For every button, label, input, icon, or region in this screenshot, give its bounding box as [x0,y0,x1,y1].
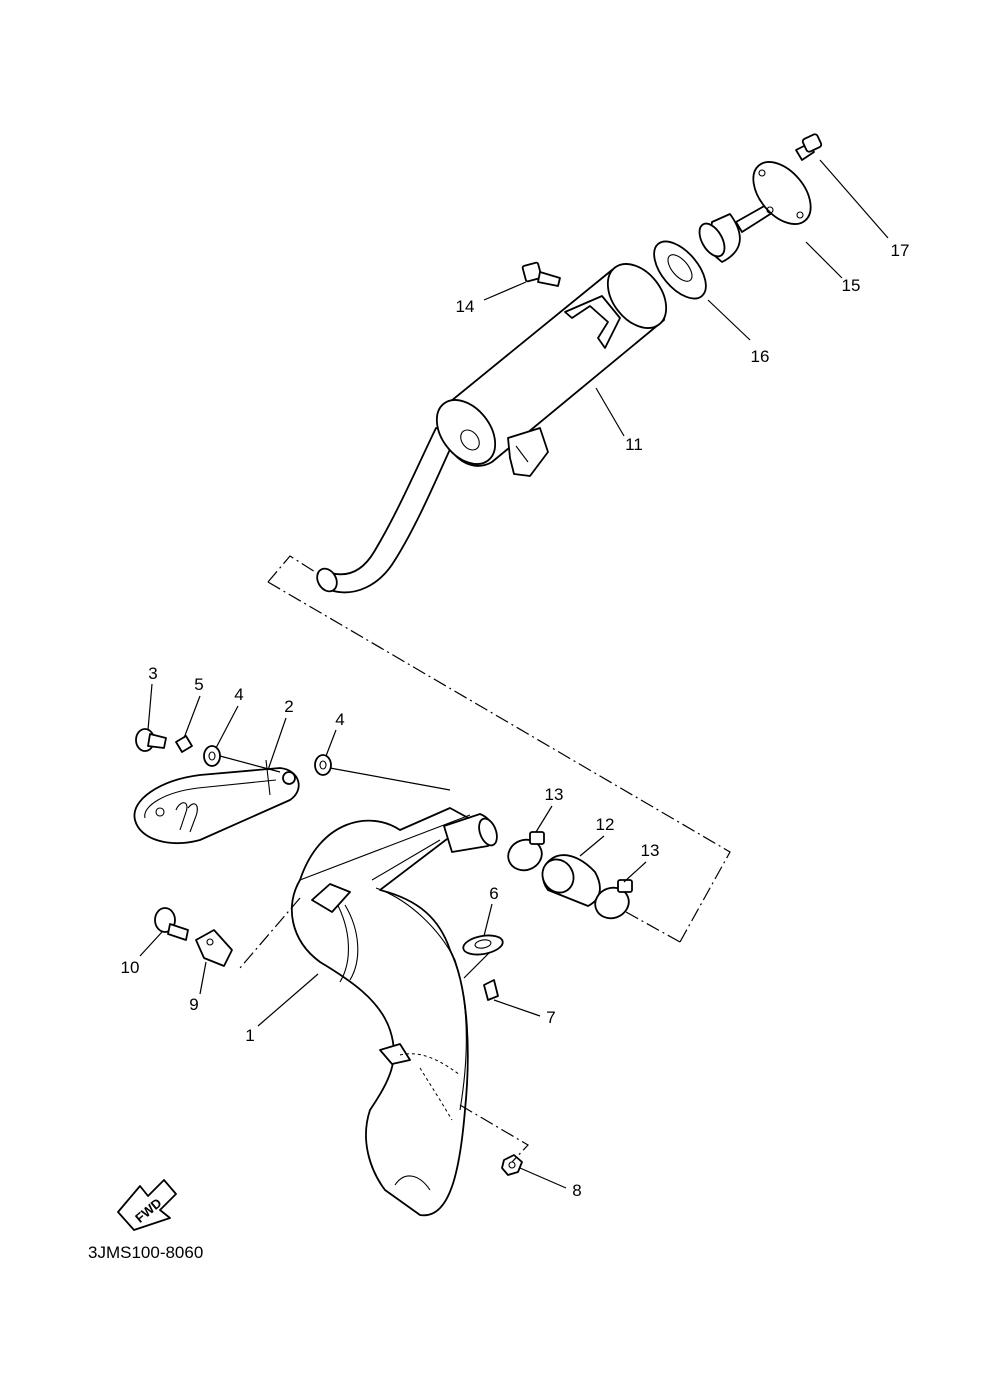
callout-7: 7 [546,1008,555,1027]
callout-8: 8 [572,1181,581,1200]
callout-12: 12 [596,815,615,834]
callout-2: 2 [284,697,293,716]
expansion-chamber-1 [290,807,498,1217]
callout-14: 14 [456,297,475,316]
muffler-assembly [316,263,668,594]
stay-2 [133,759,300,844]
callout-13b: 13 [641,841,660,860]
callout-3: 3 [148,664,157,683]
callout-11: 11 [625,435,643,454]
grommet-6 [462,934,504,956]
joint-12 [541,854,601,907]
callout-13a: 13 [545,785,564,804]
washer-4a [203,745,221,767]
damper-9 [195,929,233,967]
callout-16: 16 [751,347,770,366]
lockwasher-5 [175,735,193,753]
callout-6: 6 [489,884,498,903]
callout-10: 10 [121,958,140,977]
fwd-arrow-icon: FWD [117,1179,177,1231]
tail-piece-15 [698,161,812,263]
stud-7 [483,979,499,1001]
washer-4b [314,754,332,776]
callout-1: 1 [245,1026,254,1045]
leader-lines [139,159,889,1189]
callout-labels: 1 2 3 4 4 5 6 7 8 9 10 11 12 13 13 14 15… [121,241,910,1200]
clamp-13a [507,831,545,872]
clamp-13b [594,879,633,920]
callout-4a: 4 [234,685,243,704]
bolt-14 [521,261,561,287]
bolt-17 [795,133,823,161]
callout-4b: 4 [335,710,344,729]
bolt-3 [135,728,167,752]
callout-15: 15 [842,276,861,295]
nut-8 [501,1154,523,1176]
callout-9: 9 [189,995,198,1014]
callout-5: 5 [194,675,203,694]
gasket-16 [653,240,707,300]
callout-17: 17 [891,241,910,260]
diagram-code: 3JMS100-8060 [88,1243,203,1262]
bolt-10 [154,907,189,941]
assembly-lines [219,555,731,1163]
